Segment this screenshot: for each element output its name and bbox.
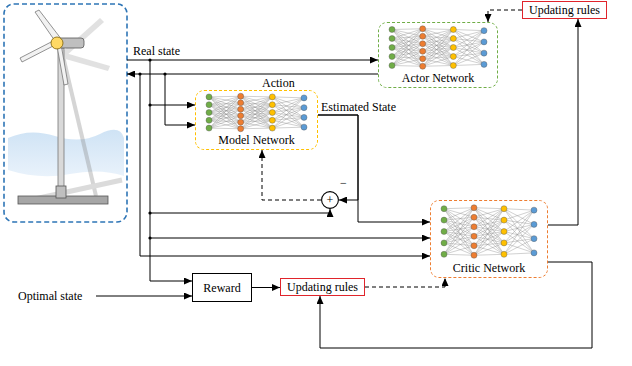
junction-dot [148, 103, 151, 106]
signal-connector [318, 115, 358, 200]
update-connector [488, 10, 522, 22]
updating-rules-box: Updating rules [280, 278, 365, 296]
signal-connector [320, 262, 592, 348]
neural-net-icon [206, 93, 307, 132]
model-network-box: Model Network [195, 90, 318, 150]
node-label: Updating rules [287, 280, 358, 294]
junction-dot [138, 72, 141, 75]
sum-circle-outline [322, 192, 339, 209]
node-label: Reward [203, 281, 240, 295]
signal-wire [127, 60, 378, 61]
junction-dot [148, 236, 151, 239]
signal-connector [318, 115, 430, 222]
neural-net-icon [441, 205, 537, 259]
signal-wire [150, 105, 195, 106]
signal-wire [165, 74, 195, 125]
signal-wire [140, 74, 430, 256]
edge-label: Estimated State [320, 100, 397, 114]
signal-label: Optimal state [18, 289, 82, 303]
node-label: Model Network [218, 133, 294, 147]
sum-junction: −+ [321, 191, 339, 209]
actor-network-box: Actor Network [378, 22, 498, 88]
reward-box: Reward [192, 273, 252, 302]
update-connector [262, 150, 321, 200]
junction-dot [148, 211, 151, 214]
sign-label: + [321, 193, 339, 207]
neural-net-icon [389, 26, 487, 70]
signal-wire [96, 296, 192, 297]
update-connector [365, 278, 445, 287]
junction-dot [148, 58, 151, 61]
node-label: Actor Network [402, 71, 474, 85]
signal-wire [150, 238, 430, 239]
updating-rules-box: Updating rules [522, 1, 607, 19]
wind-turbine-illustration [4, 4, 127, 222]
junction-dot [163, 72, 166, 75]
signal-connector [548, 19, 578, 225]
node-label: Updating rules [529, 3, 600, 17]
critic-network-box: Critic Network [430, 200, 548, 278]
signal-connector [252, 287, 280, 288]
signal-label: Action [262, 76, 295, 90]
signal-label: Real state [133, 44, 180, 58]
sign-label: − [340, 176, 347, 190]
node-label: Critic Network [453, 261, 525, 275]
signal-wire [150, 209, 330, 213]
signal-wire [150, 60, 192, 281]
